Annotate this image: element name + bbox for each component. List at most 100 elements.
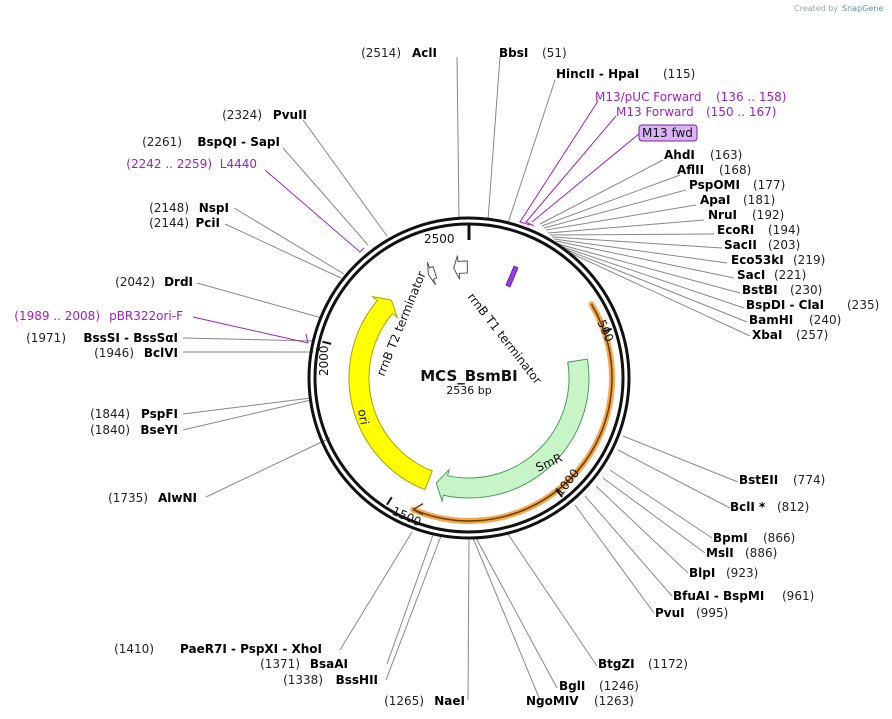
site-pos-pspfi: (1844) bbox=[90, 407, 130, 421]
site-pos-bseyi: (1840) bbox=[90, 423, 130, 437]
site-name-apai: ApaI bbox=[700, 193, 730, 207]
site-pos-bcli: (812) bbox=[777, 500, 809, 514]
rrnb-t1-terminator-arrow bbox=[453, 255, 468, 280]
site-name-ngomiv: NgoMIV bbox=[526, 694, 579, 708]
site-name-bspdi: BspDI - ClaI bbox=[746, 298, 824, 312]
smr-feature-arrow bbox=[435, 358, 590, 504]
site-name-bgli: BglI bbox=[559, 679, 585, 693]
site-pos-msli: (886) bbox=[745, 546, 777, 560]
scale-tick bbox=[555, 489, 563, 498]
plasmid-name: MCS_BsmBI bbox=[420, 367, 518, 385]
scale-tick bbox=[322, 340, 332, 345]
site-name-bsssi: BssSI - BssSαI bbox=[83, 331, 178, 345]
site-name-bpmi: BpmI bbox=[713, 531, 748, 545]
site-name-eco53ki: Eco53kI bbox=[731, 253, 784, 267]
site-pos-drdi: (2042) bbox=[115, 275, 155, 289]
primer-name-m13fwd: M13 fwd bbox=[642, 126, 693, 140]
primer-name-m13puc: M13/pUC Forward bbox=[595, 90, 702, 104]
site-name-ecori: EcoRI bbox=[717, 223, 754, 237]
site-pos-bfuai: (961) bbox=[782, 589, 814, 603]
site-pos-ahdi: (163) bbox=[710, 148, 742, 162]
site-pos-bstbi: (230) bbox=[790, 283, 822, 297]
site-name-pcii: PciI bbox=[196, 216, 221, 230]
tick-2500: 2500 bbox=[424, 232, 455, 246]
site-name-blpi: BlpI bbox=[689, 566, 715, 580]
scale-tick bbox=[602, 327, 613, 333]
site-name-nspi: NspI bbox=[199, 201, 229, 215]
site-pos-pvui: (995) bbox=[696, 606, 728, 620]
site-name-xbai: XbaI bbox=[752, 328, 782, 342]
site-pos-btgzi: (1172) bbox=[648, 657, 688, 671]
site-pos-pcii: (2144) bbox=[149, 216, 189, 230]
site-name-pspomi: PspOMI bbox=[689, 178, 740, 192]
site-name-nrui: NruI bbox=[708, 208, 737, 222]
site-pos-saci: (221) bbox=[774, 268, 806, 282]
credit-text: Created by bbox=[794, 4, 838, 13]
site-pos-bsaai: (1371) bbox=[260, 657, 300, 671]
site-name-bclvi: BclVI bbox=[144, 346, 178, 360]
site-name-paer7i: PaeR7I - PspXI - XhoI bbox=[180, 642, 322, 656]
rrnb-t2-terminator-arrow bbox=[426, 262, 438, 286]
site-name-btgzi: BtgZI bbox=[598, 657, 635, 671]
site-name-saci: SacI bbox=[737, 268, 765, 282]
primer-pos-l4440: (2242 .. 2259) bbox=[126, 157, 212, 171]
scale-tick bbox=[386, 496, 393, 506]
ori-feature-arrow bbox=[348, 295, 433, 491]
site-pos-eco53ki: (219) bbox=[793, 253, 825, 267]
plasmid-length: 2536 bp bbox=[446, 384, 491, 397]
site-name-bspqi: BspQI - SapI bbox=[197, 135, 280, 149]
site-pos-bbsi: (51) bbox=[542, 46, 567, 60]
site-pos-naei: (1265) bbox=[384, 694, 424, 708]
primer-pos-pbr322ori: (1989 .. 2008) bbox=[14, 309, 100, 323]
site-pos-bamhi: (240) bbox=[809, 313, 841, 327]
m13-fwd-box bbox=[638, 124, 698, 142]
site-name-bstbi: BstBI bbox=[742, 283, 778, 297]
site-pos-pvuii: (2324) bbox=[222, 108, 262, 122]
site-name-bsaai: BsaAI bbox=[310, 657, 348, 671]
site-pos-pspomi: (177) bbox=[753, 178, 785, 192]
site-pos-bsteii: (774) bbox=[793, 473, 825, 487]
site-pos-bspdi: (235) bbox=[847, 298, 879, 312]
site-name-acli: AclI bbox=[412, 46, 437, 60]
credit-brand: SnapGene bbox=[842, 4, 883, 13]
site-name-pvuii: PvuII bbox=[273, 108, 307, 122]
primer-name-pbr322ori: pBR322ori-F bbox=[109, 309, 183, 323]
scale-ticks bbox=[322, 327, 613, 506]
primer-pos-m13forward: (150 .. 167) bbox=[706, 105, 776, 119]
site-pos-apai: (181) bbox=[743, 193, 775, 207]
site-name-naei: NaeI bbox=[434, 694, 465, 708]
site-pos-bpmi: (866) bbox=[763, 531, 795, 545]
site-pos-blpi: (923) bbox=[726, 566, 758, 580]
site-name-pvui: PvuI bbox=[655, 606, 685, 620]
site-pos-paer7i: (1410) bbox=[114, 642, 154, 656]
site-name-bamhi: BamHI bbox=[749, 313, 793, 327]
primer-pos-m13puc: (136 .. 158) bbox=[716, 90, 786, 104]
leader-lines bbox=[182, 56, 751, 701]
site-name-bseyi: BseYI bbox=[140, 423, 178, 437]
site-name-pspfi: PspFI bbox=[141, 407, 178, 421]
site-pos-ecori: (194) bbox=[768, 223, 800, 237]
site-pos-nrui: (192) bbox=[752, 208, 784, 222]
site-name-bsshii: BssHII bbox=[336, 673, 378, 687]
site-name-bfuai: BfuAI - BspMI bbox=[673, 589, 764, 603]
site-pos-sacii: (203) bbox=[768, 238, 800, 252]
site-name-ahdi: AhdI bbox=[664, 148, 695, 162]
site-pos-bclvi: (1946) bbox=[94, 346, 134, 360]
site-pos-ngomiv: (1263) bbox=[594, 694, 634, 708]
site-pos-aflii: (168) bbox=[719, 163, 751, 177]
site-name-bcli: BclI * bbox=[730, 500, 766, 514]
backbone-outer bbox=[307, 216, 631, 540]
site-pos-bspqi: (2261) bbox=[142, 135, 182, 149]
site-name-hincii: HincII - HpaI bbox=[556, 67, 639, 81]
primer-name-l4440: L4440 bbox=[220, 157, 257, 171]
site-name-drdi: DrdI bbox=[164, 275, 193, 289]
site-name-sacii: SacII bbox=[724, 238, 757, 252]
orange-band bbox=[410, 301, 616, 524]
site-pos-hincii: (115) bbox=[663, 67, 695, 81]
site-name-bsteii: BstEII bbox=[739, 473, 778, 487]
site-name-msli: MslI bbox=[706, 546, 734, 560]
site-name-alwni: AlwNI bbox=[158, 491, 197, 505]
primer-leaders bbox=[192, 100, 641, 344]
ori-label: ori bbox=[355, 408, 371, 426]
